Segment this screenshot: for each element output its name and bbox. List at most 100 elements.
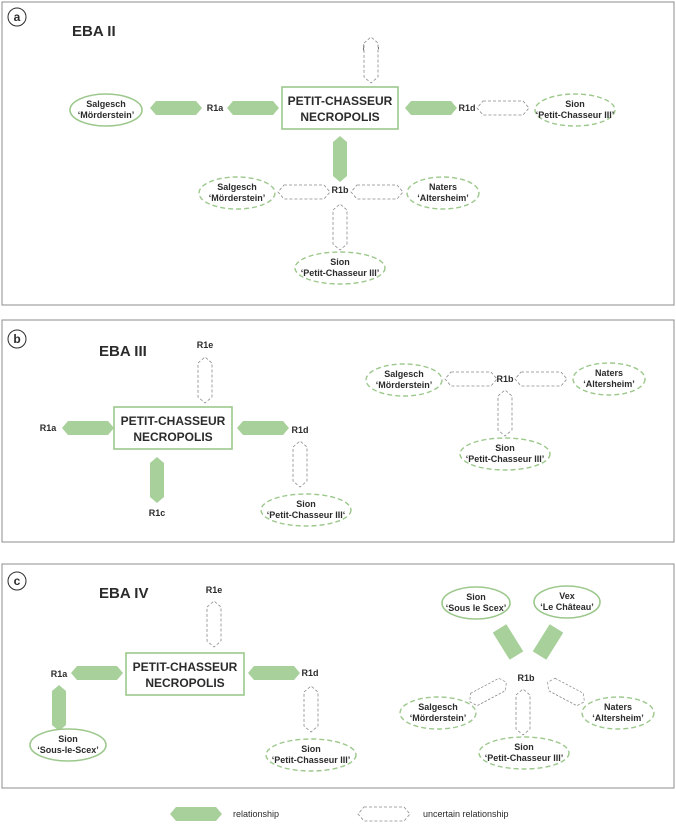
panel-a-site-sion-pc-r1d-line2: ‘Petit-Chasseur III’ (536, 110, 615, 120)
panel-a-uncertain-arrow-r1b-south (332, 203, 348, 251)
panel-c-uncertain-arrow-r1b-south (515, 688, 531, 736)
legend-relationship-label: relationship (233, 809, 279, 819)
panel-a-uncertain-arrow-r1b-east (350, 184, 404, 200)
panel-a-site-salgesch-r1b (198, 176, 276, 210)
panel-c-title: EBA IV (99, 585, 148, 602)
panel-c: c EBA IV PETIT-CHASSEUR NECROPOLIS R1e R… (1, 563, 675, 789)
panel-c-label-r1e: R1e (206, 585, 223, 595)
legend-uncertain-label: uncertain relationship (423, 809, 509, 819)
panel-a-site-salgesch (69, 93, 143, 127)
panel-a-site-sion-pc-r1d (534, 93, 616, 127)
panel-b-site-salgesch-line1: Salgesch (384, 369, 424, 379)
panel-c-site-sion-sls (29, 728, 107, 762)
panel-a-title: EBA II (72, 23, 116, 40)
panel-a-uncertain-arrow-r1d (476, 100, 530, 116)
panel-c-site-sion-pc-r1d (265, 738, 357, 772)
panel-b-necropolis-line1: PETIT-CHASSEUR (121, 414, 226, 428)
panel-b-necropolis-box (113, 406, 233, 450)
panel-c-uncertain-arrow-r1d (303, 685, 319, 733)
panel-c-site-sion-sous-le-scex-line2: ‘Sous le Scex’ (446, 603, 507, 613)
panel-b-site-sion-pc-r1b (459, 437, 551, 471)
panel-a-necropolis-box (281, 86, 399, 130)
panel-a-label-r1a: R1a (207, 103, 225, 113)
panel-b-site-sion-pc-r1b-line1: Sion (495, 443, 515, 453)
panel-b-label-r1b: R1b (496, 374, 514, 384)
panel-a-site-sion-pc-r1b-line1: Sion (330, 257, 350, 267)
panel-a-uncertain-arrow-r1e (363, 36, 379, 84)
panel-a-site-naters-line2: ‘Altersheim’ (417, 193, 469, 203)
panel-c-site-sion-sous-le-scex-line1: Sion (466, 592, 486, 602)
panel-c-necropolis-box (125, 652, 245, 696)
panel-b-label-r1d: R1d (291, 425, 308, 435)
panel-b-site-salgesch (365, 363, 443, 397)
panel-b-title: EBA III (99, 343, 147, 360)
panel-b-site-sion-pc-r1b-line2: ‘Petit-Chasseur III’ (466, 454, 545, 464)
panel-c-necropolis-line2: NECROPOLIS (145, 676, 224, 690)
panel-c-site-sion-pc-r1d-line1: Sion (301, 744, 321, 754)
panel-c-necropolis-line1: PETIT-CHASSEUR (133, 660, 238, 674)
panel-c-site-sion-sls-line1: Sion (58, 734, 78, 744)
panel-b-uncertain-arrow-r1b-east (514, 371, 568, 387)
panel-b-relationship-arrow-r1c (150, 457, 164, 503)
panel-c-site-vex-line2: ‘Le Château’ (540, 602, 594, 612)
panel-b-site-sion-pc-r1d-line1: Sion (296, 499, 316, 509)
panel-a-necropolis-line2: NECROPOLIS (300, 110, 379, 124)
panel-a-site-sion-pc-r1b (294, 251, 386, 285)
panel-c-site-naters-line2: ‘Altersheim’ (592, 713, 644, 723)
panel-a-site-naters-line1: Naters (429, 182, 457, 192)
panel-c-relationship-arrow-r1a (71, 666, 123, 680)
panel-b-letter: b (13, 332, 20, 346)
panel-b-label-r1c: R1c (149, 508, 166, 518)
panel-a-site-naters (406, 176, 480, 210)
panel-b-site-naters (572, 362, 646, 396)
panel-a-letter: a (14, 10, 21, 24)
panel-a-site-sion-pc-r1b-line2: ‘Petit-Chasseur III’ (301, 268, 380, 278)
panel-c-relationship-arrow-r1d (248, 666, 300, 680)
panel-c-site-sion-pc-r1b-line2: ‘Petit-Chasseur III’ (485, 753, 564, 763)
panel-a-site-salgesch-line1: Salgesch (86, 99, 126, 109)
panel-b-uncertain-arrow-r1e (197, 356, 213, 404)
panel-c-label-r1b: R1b (517, 673, 535, 683)
legend-relationship-symbol (170, 807, 222, 821)
panel-a-relationship-arrow-r1a (150, 101, 202, 115)
panel-c-label-r1a: R1a (51, 669, 69, 679)
panel-c-label-r1d: R1d (301, 668, 318, 678)
panel-a-relationship-arrow-r1d (405, 101, 457, 115)
panel-c-site-vex-line1: Vex (559, 591, 575, 601)
panel-b-badge (7, 329, 27, 349)
panel-a-badge (7, 7, 27, 27)
panel-b-uncertain-arrow-r1b-west (444, 371, 498, 387)
panel-a-site-sion-pc-r1d-line1: Sion (565, 99, 585, 109)
panel-a: a EBA II PETIT-CHASSEUR NECROPOLIS R1e R… (1, 1, 675, 306)
panel-c-badge (7, 571, 27, 591)
panel-c-site-sion-pc-r1b (478, 736, 570, 770)
panel-c-site-sion-sous-le-scex (441, 586, 511, 620)
panel-a-site-salgesch-r1b-line2: ‘Mörderstein’ (209, 193, 266, 203)
panel-b-label-r1e: R1e (197, 340, 214, 350)
panel-a-necropolis-line1: PETIT-CHASSEUR (288, 94, 393, 108)
panel-c-site-sion-sls-line2: ‘Sous-le-Scex’ (37, 745, 99, 755)
panel-b-label-r1a: R1a (40, 423, 58, 433)
panel-c-site-sion-pc-r1d-line2: ‘Petit-Chasseur III’ (272, 755, 351, 765)
panel-b-site-salgesch-line2: ‘Mörderstein’ (376, 380, 433, 390)
panel-c-site-salgesch (399, 696, 477, 730)
panel-b-site-sion-pc-r1d-line2: ‘Petit-Chasseur III‘ (267, 510, 346, 520)
panel-b-site-sion-pc-r1d (260, 493, 352, 527)
panel-a-label-r1b: R1b (331, 185, 349, 195)
panel-b-uncertain-arrow-r1d (292, 440, 308, 488)
legend: relationship uncertain relationship (170, 806, 509, 822)
panel-c-site-sion-pc-r1b-line1: Sion (514, 742, 534, 752)
panel-b-relationship-arrow-r1d (237, 421, 289, 435)
panel-b-relationship-arrow-r1a (62, 421, 114, 435)
panel-a-label-r1d: R1d (458, 103, 475, 113)
panel-c-site-salgesch-line2: ‘Mörderstein’ (410, 713, 467, 723)
panel-a-relationship-arrow-r1b (333, 136, 347, 182)
panel-c-site-vex (533, 585, 601, 619)
panel-a-uncertain-arrow-r1b-west (277, 184, 331, 200)
panel-c-site-naters-line1: Naters (604, 702, 632, 712)
panel-b-site-naters-line1: Naters (595, 368, 623, 378)
panel-b-necropolis-line2: NECROPOLIS (133, 430, 212, 444)
legend-uncertain-symbol (357, 806, 411, 822)
panel-a-relationship-arrow-r1a-node (227, 101, 279, 115)
